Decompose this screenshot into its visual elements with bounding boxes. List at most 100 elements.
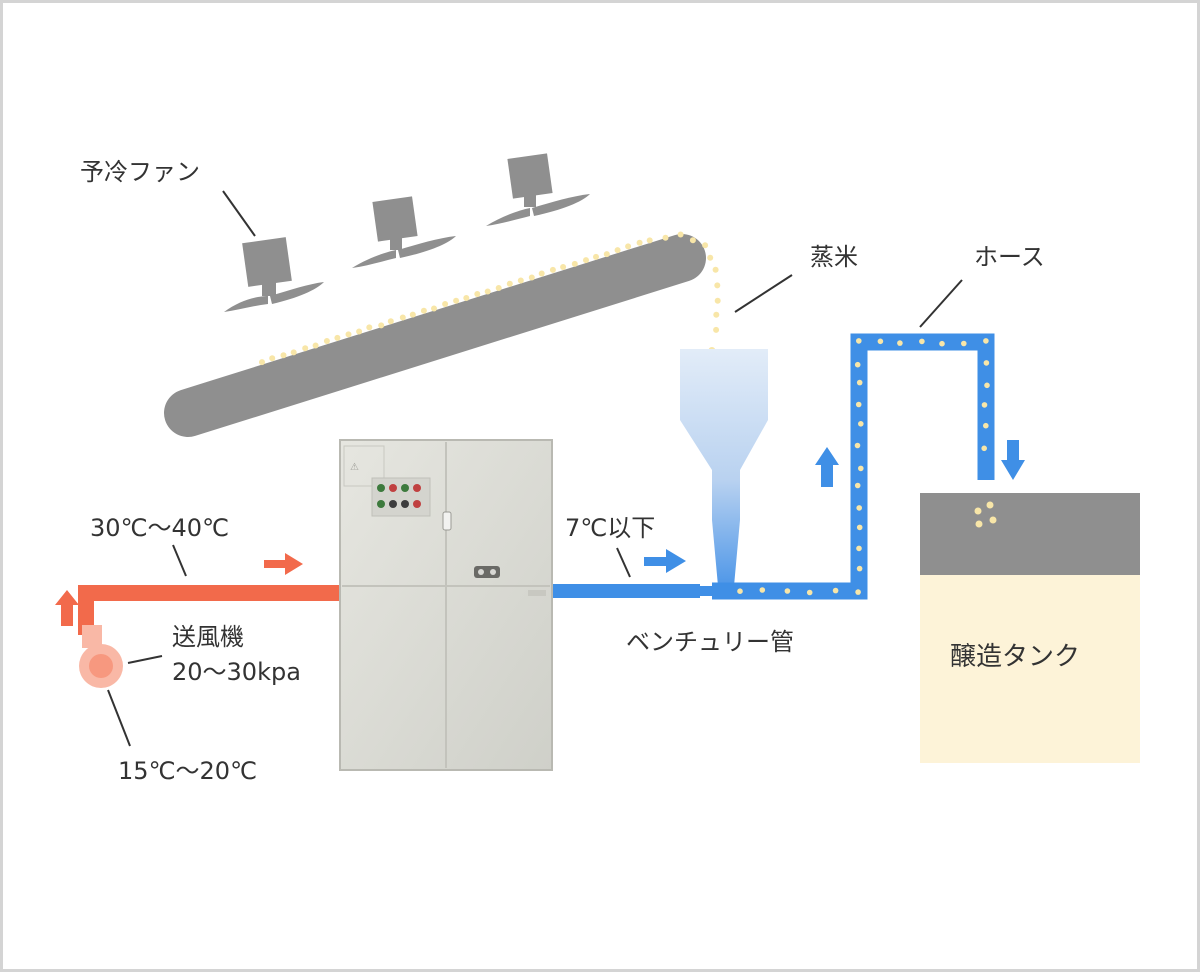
rice-grain xyxy=(290,349,297,356)
rice-grain xyxy=(855,589,861,595)
hot-air-riser xyxy=(78,585,94,635)
rice-grain xyxy=(832,587,839,594)
rice-grain xyxy=(463,295,470,301)
blower-icon xyxy=(79,625,123,688)
rice-grain xyxy=(854,361,861,368)
rice-grain xyxy=(560,264,567,270)
fan-icon xyxy=(352,196,456,268)
rice-grain xyxy=(399,314,406,321)
rice-grain xyxy=(854,442,861,449)
label-inlet-temp: 30℃〜40℃ xyxy=(90,514,229,542)
rice-grain xyxy=(366,324,373,331)
rice-grain xyxy=(625,243,632,250)
rice-grain xyxy=(259,359,265,366)
rice-grain xyxy=(528,274,535,281)
rice-grain xyxy=(474,291,481,297)
rice-grain xyxy=(646,237,653,244)
cold-air-pipe xyxy=(552,584,700,598)
rice-grain xyxy=(506,280,513,287)
rice-grain xyxy=(378,322,385,329)
rice-grain xyxy=(707,254,714,261)
rice-grain xyxy=(662,234,669,241)
rice-grain xyxy=(280,352,287,359)
rice-grain xyxy=(855,401,862,408)
rice-grain xyxy=(713,311,720,318)
rice-grain xyxy=(345,331,352,338)
rice-in-hose xyxy=(737,338,990,596)
rice-grain xyxy=(856,379,863,386)
rice-grain xyxy=(759,587,766,593)
rice-grain xyxy=(538,270,545,277)
rice-grain xyxy=(689,237,696,244)
rice-grain xyxy=(981,402,988,408)
control-cabinet: ⚠ xyxy=(339,439,553,771)
label-outlet-temp: 7℃以下 xyxy=(565,514,655,542)
rice-grain xyxy=(517,277,524,284)
rice-grain xyxy=(571,260,578,267)
rice-grain xyxy=(484,288,491,295)
rice-grain xyxy=(854,482,861,489)
rice-grain xyxy=(856,338,862,344)
rice-grain xyxy=(784,588,791,594)
rice-grain xyxy=(312,342,319,349)
rice-grain xyxy=(806,589,813,596)
svg-text:⚠: ⚠ xyxy=(350,462,359,473)
rice-grain xyxy=(714,297,721,304)
label-venturi: ベンチュリー管 xyxy=(626,628,794,656)
label-blower-pressure: 20〜30kpa xyxy=(172,658,301,686)
arrow-icon xyxy=(815,447,839,487)
rice-grain xyxy=(495,285,502,291)
rice-grain xyxy=(877,338,884,345)
label-hose: ホース xyxy=(974,243,1045,271)
arrow-icon xyxy=(644,549,686,573)
leader-lines xyxy=(107,190,963,747)
rice-grain xyxy=(302,345,309,352)
rice-grain xyxy=(713,326,720,333)
rice-grain xyxy=(856,524,863,531)
fan-icon xyxy=(486,153,590,226)
arrow-icon xyxy=(264,553,303,575)
label-tank: 醸造タンク xyxy=(950,642,1080,672)
rice-grain xyxy=(603,251,610,258)
arrow-icon xyxy=(1001,440,1025,480)
label-precool-fan: 予冷ファン xyxy=(80,158,200,186)
rice-grain xyxy=(856,545,862,552)
rice-grain xyxy=(269,355,276,362)
rice-grain xyxy=(919,338,925,345)
label-steamed-rice: 蒸米 xyxy=(810,243,858,271)
fan-icon xyxy=(224,237,324,312)
rice-grain xyxy=(856,565,863,572)
rice-grain xyxy=(939,340,945,347)
conveyor-belt xyxy=(164,234,706,437)
rice-grain xyxy=(737,588,743,594)
rice-grain xyxy=(420,307,427,314)
rice-grain xyxy=(961,340,967,347)
venturi-hopper xyxy=(680,349,768,586)
rice-grain xyxy=(858,465,864,472)
rice-grain xyxy=(858,421,864,427)
rice-grain xyxy=(981,445,987,452)
rice-grain xyxy=(453,297,460,304)
rice-grain xyxy=(983,360,990,366)
rice-grain xyxy=(549,266,556,273)
arrow-icon xyxy=(55,590,79,626)
rice-grain xyxy=(712,266,719,273)
label-blower-name: 送風機 xyxy=(172,623,244,651)
rice-grain xyxy=(387,318,394,325)
rice-grain xyxy=(593,253,599,260)
tank-body xyxy=(920,575,1140,763)
tank-top xyxy=(920,493,1140,575)
rice-grain xyxy=(983,422,989,429)
rice-grain xyxy=(323,338,330,344)
rice-grain xyxy=(714,282,721,289)
rice-grain xyxy=(677,231,684,238)
hot-air-pipe xyxy=(78,585,340,601)
rice-grain xyxy=(856,505,862,511)
rice-grain xyxy=(409,311,416,318)
label-ambient-temp: 15℃〜20℃ xyxy=(118,757,257,785)
rice-grain xyxy=(702,242,709,249)
rice-grain xyxy=(356,328,363,335)
